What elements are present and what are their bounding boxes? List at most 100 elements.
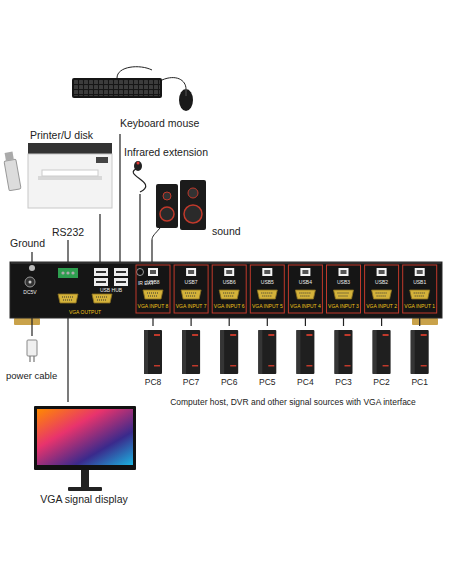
- computer-host: PC6: [215, 326, 243, 390]
- power-plug: power cable: [4, 336, 64, 384]
- speaker-tweeter: [163, 192, 171, 200]
- port-label: DC5V: [16, 290, 44, 296]
- annotation-label: RS232: [52, 227, 92, 239]
- pc-tower: [373, 330, 391, 374]
- usb-tongue: [116, 271, 126, 273]
- speaker-tweeter: [188, 188, 198, 198]
- node-label: PC6: [209, 378, 249, 387]
- mouse: [179, 89, 193, 111]
- input-port-group: [327, 265, 361, 313]
- terminal-screw: [61, 271, 64, 274]
- cable-connector: [267, 318, 268, 326]
- printer-paper: [42, 170, 98, 176]
- port-label: USB2: [367, 280, 397, 286]
- port-label: VGA INPUT 2: [365, 304, 399, 310]
- computer-host: PC7: [177, 326, 205, 390]
- port-label: VGA OUTPUT: [60, 310, 110, 316]
- port-label: VGA INPUT 3: [327, 304, 361, 310]
- pc-tower: [182, 330, 200, 374]
- usb-stick-plug: [5, 152, 14, 161]
- plug-prong: [29, 356, 30, 362]
- node-label: VGA signal display: [28, 494, 140, 506]
- ir-lens: [137, 162, 140, 165]
- node-label: sound: [212, 226, 242, 238]
- port-label: USB4: [290, 280, 320, 286]
- monitor-base: [68, 487, 102, 491]
- cable-connector: [305, 318, 306, 326]
- node-label: PC4: [285, 378, 325, 387]
- computer-host: PC5: [253, 326, 281, 390]
- node-label: PC2: [362, 378, 402, 387]
- node-label: PC8: [133, 378, 173, 387]
- dc-jack: [25, 277, 35, 287]
- speaker-left: [156, 184, 178, 228]
- usb-hub-port: [94, 268, 108, 276]
- input-port-group: [365, 265, 399, 313]
- usb-stick-body: [4, 159, 21, 191]
- computer-host: PC2: [368, 326, 396, 390]
- port-label: VGA INPUT 5: [250, 304, 284, 310]
- input-port-group: [212, 265, 246, 313]
- printer-device: Printer/U disk: [2, 128, 118, 214]
- cable-connector: [151, 240, 152, 262]
- node-label: power cable: [6, 371, 64, 381]
- node-label: PC1: [400, 378, 440, 387]
- monitor-stand: [81, 470, 89, 487]
- computer-host: PC3: [330, 326, 358, 390]
- vga-output-port: [92, 294, 112, 303]
- cable-connector: [99, 214, 100, 262]
- pc-tower: [335, 330, 353, 374]
- ir-head: [134, 161, 142, 171]
- cable-connector: [152, 318, 153, 326]
- monitor-display: VGA signal display: [28, 402, 140, 508]
- port-label: VGA INPUT 6: [212, 304, 246, 310]
- port-label: USB5: [252, 280, 282, 286]
- port-label: USB6: [214, 280, 244, 286]
- panel-foot: [412, 318, 438, 325]
- monitor-screen: [37, 409, 133, 465]
- cable-connector: [191, 318, 192, 326]
- usb-tongue: [96, 271, 106, 273]
- monitor-bezel: [34, 406, 136, 470]
- port-label: USB1: [405, 280, 435, 286]
- port-label: VGA INPUT 8: [136, 304, 170, 310]
- panel-foot: [14, 318, 40, 325]
- input-device: Keyboard mouse: [68, 74, 198, 134]
- cable-connector: [31, 318, 32, 336]
- speaker-set: sound: [150, 176, 242, 240]
- cable-connector: [139, 194, 140, 262]
- usb-hub-port: [94, 278, 108, 286]
- terminal-screw: [66, 271, 69, 274]
- terminal-screw: [71, 271, 74, 274]
- node-label: PC3: [324, 378, 364, 387]
- computer-host: PC4: [291, 326, 319, 390]
- input-port-group: [403, 265, 437, 313]
- printer-slot: [38, 176, 102, 180]
- keyboard-keys: [74, 80, 160, 96]
- port-label: VGA INPUT 4: [288, 304, 322, 310]
- input-port-group: [288, 265, 322, 313]
- annotation-label: Ground: [10, 238, 54, 250]
- panel-edge: [11, 263, 441, 264]
- power-plug: [27, 340, 37, 356]
- pc-tower: [296, 330, 314, 374]
- mouse-button-split: [186, 89, 187, 96]
- pc-tower: [220, 330, 238, 374]
- cable-connector: [67, 318, 68, 402]
- port-label: USB3: [329, 280, 359, 286]
- speaker-cord: [152, 228, 160, 240]
- cable-connector: [381, 318, 382, 326]
- node-label: PC7: [171, 378, 211, 387]
- cable-connector: [229, 318, 230, 326]
- node-label: Keyboard mouse: [120, 118, 210, 130]
- cable-connector: [119, 134, 120, 262]
- pc-tower: [258, 330, 276, 374]
- speaker-right: [180, 180, 206, 230]
- pc-tower: [411, 330, 429, 374]
- speaker-woofer: [184, 205, 202, 223]
- panel-body: [10, 262, 442, 318]
- dc-jack-pin: [29, 281, 32, 284]
- annotation-label: Computer host, DVR and other signal sour…: [140, 398, 446, 407]
- speaker-woofer: [160, 207, 174, 221]
- kvm-switch-panel: DC5VUSB HUBIR EXTVGA OUTPUTUSB8USB7USB6U…: [10, 262, 442, 318]
